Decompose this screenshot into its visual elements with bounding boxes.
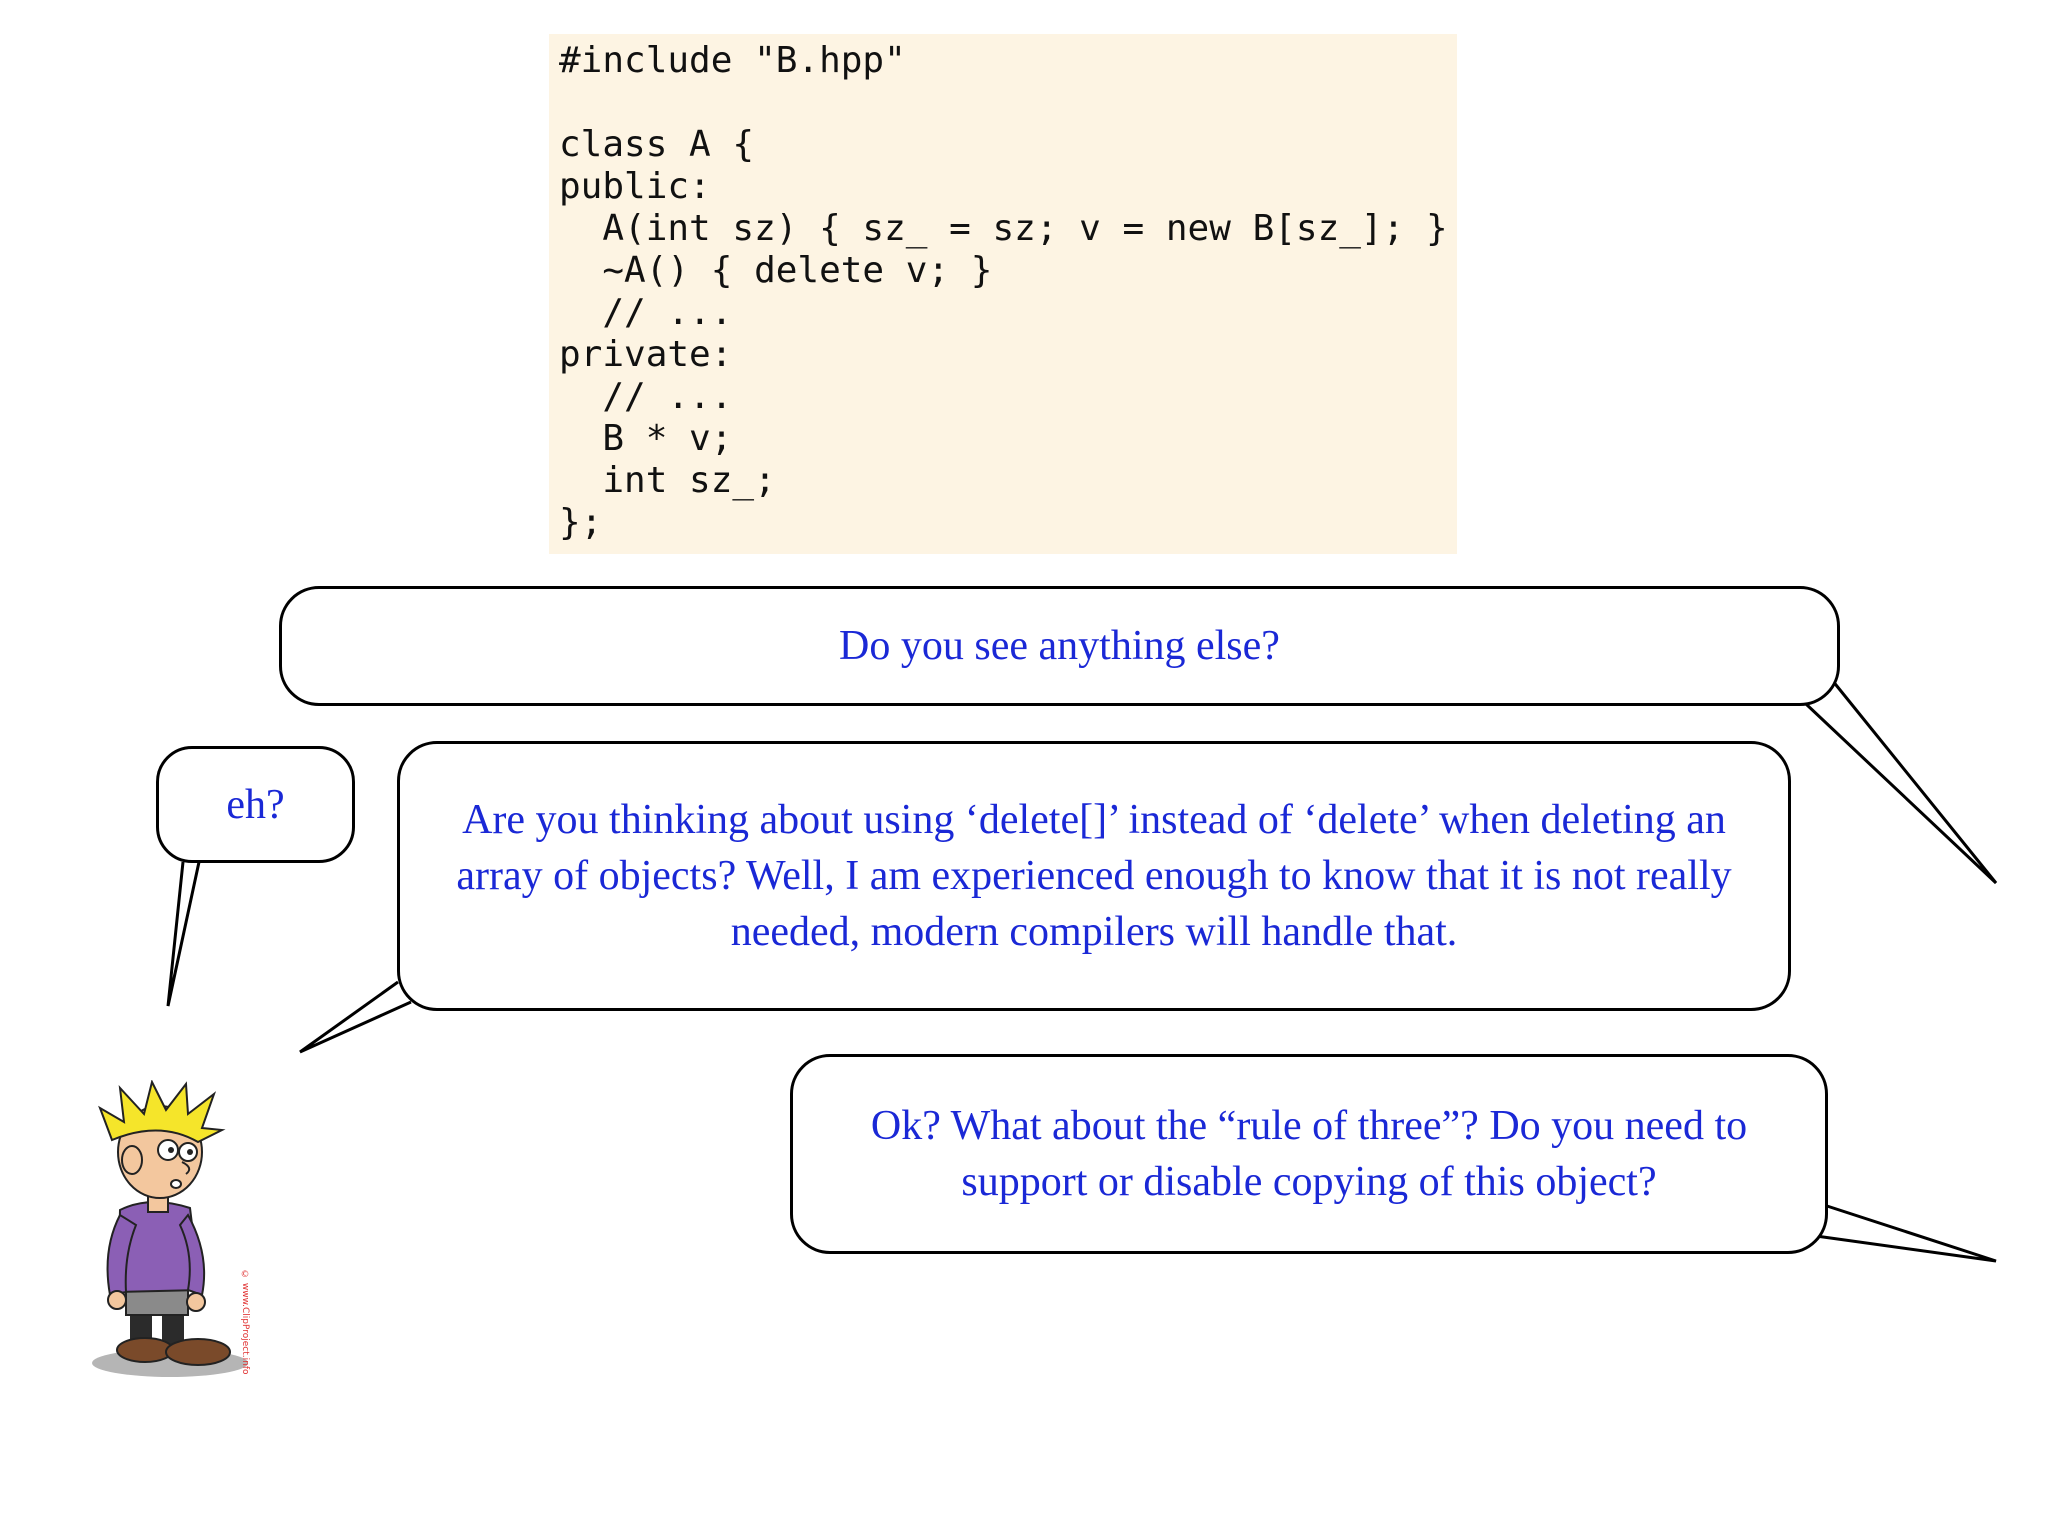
clipart-credit: © www.ClipProject.info [240, 1270, 250, 1375]
answer-bubble: Are you thinking about using ‘delete[]’ … [397, 741, 1791, 1011]
question-bubble-text: Do you see anything else? [839, 623, 1280, 669]
eh-bubble-text: eh? [226, 781, 285, 828]
answer-bubble-text: Are you thinking about using ‘delete[]’ … [456, 797, 1732, 955]
eh-bubble: eh? [156, 746, 355, 863]
question-bubble: Do you see anything else? [279, 586, 1840, 706]
rule-bubble-tail [1815, 1204, 1997, 1263]
rule-of-three-bubble: Ok? What about the “rule of three”? Do y… [790, 1054, 1828, 1254]
rule-of-three-bubble-text: Ok? What about the “rule of three”? Do y… [870, 1103, 1748, 1205]
question-bubble-tail [1804, 679, 1998, 885]
code-listing: #include "B.hpp" class A { public: A(int… [549, 34, 1457, 554]
eh-bubble-tail [166, 861, 201, 1007]
cartoon-boy-icon [92, 1080, 248, 1377]
answer-bubble-tail [299, 980, 412, 1054]
code-text: #include "B.hpp" class A { public: A(int… [559, 40, 1448, 543]
